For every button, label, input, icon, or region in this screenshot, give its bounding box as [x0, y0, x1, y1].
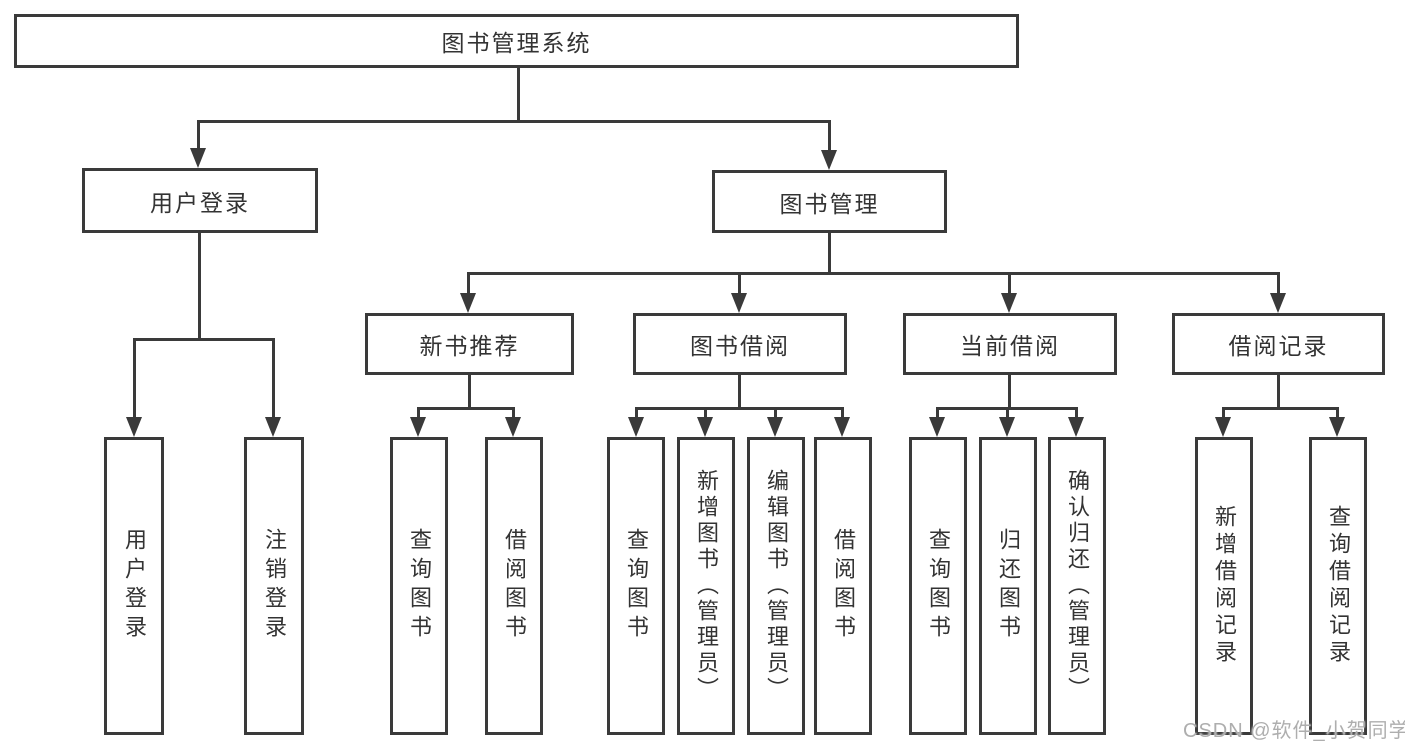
connector-line [197, 120, 200, 150]
arrowhead-icon [697, 417, 713, 437]
connector-line [828, 233, 831, 275]
node-book-management: 图书管理 [712, 170, 947, 233]
connector-line [1075, 407, 1078, 420]
leaf-nb-borrow-books: 借阅图书 [485, 437, 543, 735]
connector-line [517, 68, 520, 123]
arrowhead-icon [767, 417, 783, 437]
node-user-login: 用户登录 [82, 168, 318, 233]
node-borrow-records: 借阅记录 [1172, 313, 1385, 375]
connector-line [1222, 407, 1225, 420]
leaf-bb-borrow-books: 借阅图书 [814, 437, 872, 735]
leaf-bb-edit-books-admin: 编辑图书（管理员） [747, 437, 805, 735]
leaf-bb-add-books-admin: 新增图书（管理员） [677, 437, 735, 735]
connector-line [467, 272, 1280, 275]
connector-line [635, 407, 844, 410]
connector-line [1008, 272, 1011, 295]
arrowhead-icon [1270, 293, 1286, 313]
arrowhead-icon [999, 417, 1015, 437]
csdn-watermark: CSDN @软件_小贺同学 [1183, 720, 1405, 742]
connector-line [738, 375, 741, 409]
connector-line [1008, 375, 1011, 409]
leaf-br-add-record: 新增借阅记录 [1195, 437, 1253, 735]
connector-line [738, 272, 741, 295]
node-root: 图书管理系统 [14, 14, 1019, 68]
connector-line [704, 407, 707, 420]
connector-line [936, 407, 939, 420]
arrowhead-icon [1068, 417, 1084, 437]
arrowhead-icon [505, 417, 521, 437]
arrowhead-icon [834, 417, 850, 437]
connector-line [417, 407, 420, 420]
leaf-bb-query-books: 查询图书 [607, 437, 665, 735]
arrowhead-icon [1329, 417, 1345, 437]
connector-line [272, 338, 275, 420]
leaf-logout: 注销登录 [244, 437, 304, 735]
leaf-nb-query-books: 查询图书 [390, 437, 448, 735]
arrowhead-icon [190, 148, 206, 168]
arrowhead-icon [929, 417, 945, 437]
node-current-borrowing: 当前借阅 [903, 313, 1117, 375]
connector-line [467, 272, 470, 295]
connector-line [198, 233, 201, 340]
arrowhead-icon [731, 293, 747, 313]
arrowhead-icon [1001, 293, 1017, 313]
connector-line [635, 407, 638, 420]
connector-line [417, 407, 515, 410]
node-book-borrowing: 图书借阅 [633, 313, 847, 375]
leaf-cb-return-books: 归还图书 [979, 437, 1037, 735]
connector-line [1277, 375, 1280, 409]
arrowhead-icon [821, 150, 837, 170]
arrowhead-icon [126, 417, 142, 437]
arrowhead-icon [265, 417, 281, 437]
leaf-cb-confirm-return-admin: 确认归还（管理员） [1048, 437, 1106, 735]
node-new-book-recommend: 新书推荐 [365, 313, 574, 375]
connector-line [1336, 407, 1339, 420]
connector-line [197, 120, 831, 123]
connector-line [468, 375, 471, 409]
connector-line [133, 338, 275, 341]
connector-line [133, 338, 136, 420]
connector-line [828, 120, 831, 152]
connector-line [841, 407, 844, 420]
arrowhead-icon [1215, 417, 1231, 437]
connector-line [1222, 407, 1339, 410]
leaf-user-login: 用户登录 [104, 437, 164, 735]
connector-line [512, 407, 515, 420]
arrowhead-icon [460, 293, 476, 313]
connector-line [1006, 407, 1009, 420]
connector-line [774, 407, 777, 420]
arrowhead-icon [628, 417, 644, 437]
leaf-cb-query-books: 查询图书 [909, 437, 967, 735]
leaf-br-query-record: 查询借阅记录 [1309, 437, 1367, 735]
connector-line [1277, 272, 1280, 295]
arrowhead-icon [410, 417, 426, 437]
